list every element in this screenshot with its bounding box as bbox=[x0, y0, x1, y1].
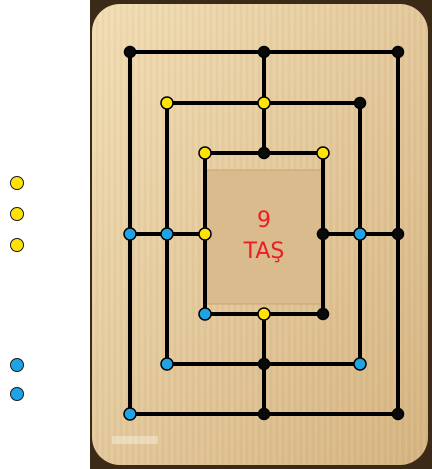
yellow-reserve bbox=[10, 172, 26, 252]
board-piece-blue[interactable] bbox=[123, 407, 137, 421]
remaining-count: 9 bbox=[257, 208, 271, 234]
board-piece-yellow[interactable] bbox=[198, 227, 212, 241]
board-piece-yellow[interactable] bbox=[160, 96, 174, 110]
board-point-empty[interactable] bbox=[257, 407, 271, 421]
board-point-empty[interactable] bbox=[257, 146, 271, 160]
board-point-empty[interactable] bbox=[353, 96, 367, 110]
board-piece-yellow[interactable] bbox=[198, 146, 212, 160]
board-point-empty[interactable] bbox=[123, 45, 137, 59]
menu-tab[interactable] bbox=[112, 436, 158, 444]
board-piece-yellow[interactable] bbox=[257, 307, 271, 321]
board-point-empty[interactable] bbox=[316, 307, 330, 321]
reserve-piece-yellow[interactable] bbox=[10, 207, 24, 221]
board-piece-yellow[interactable] bbox=[316, 146, 330, 160]
board-piece-blue[interactable] bbox=[160, 357, 174, 371]
board-point-empty[interactable] bbox=[391, 45, 405, 59]
board-points bbox=[123, 45, 405, 421]
reserve-piece-blue[interactable] bbox=[10, 387, 24, 401]
remaining-word: TAŞ bbox=[243, 239, 285, 264]
reserve-piece-yellow[interactable] bbox=[10, 176, 24, 190]
blue-reserve bbox=[10, 354, 26, 404]
board-point-empty[interactable] bbox=[391, 407, 405, 421]
board-piece-blue[interactable] bbox=[353, 227, 367, 241]
reserve-piece-yellow[interactable] bbox=[10, 238, 24, 252]
board-piece-blue[interactable] bbox=[123, 227, 137, 241]
board-point-empty[interactable] bbox=[316, 227, 330, 241]
board-piece-blue[interactable] bbox=[160, 227, 174, 241]
board-point-empty[interactable] bbox=[257, 357, 271, 371]
board-piece-yellow[interactable] bbox=[257, 96, 271, 110]
board-point-empty[interactable] bbox=[391, 227, 405, 241]
reserve-piece-blue[interactable] bbox=[10, 358, 24, 372]
board-piece-blue[interactable] bbox=[198, 307, 212, 321]
remaining-pieces-label: 9 TAŞ bbox=[205, 170, 323, 304]
board-point-empty[interactable] bbox=[257, 45, 271, 59]
board-piece-blue[interactable] bbox=[353, 357, 367, 371]
